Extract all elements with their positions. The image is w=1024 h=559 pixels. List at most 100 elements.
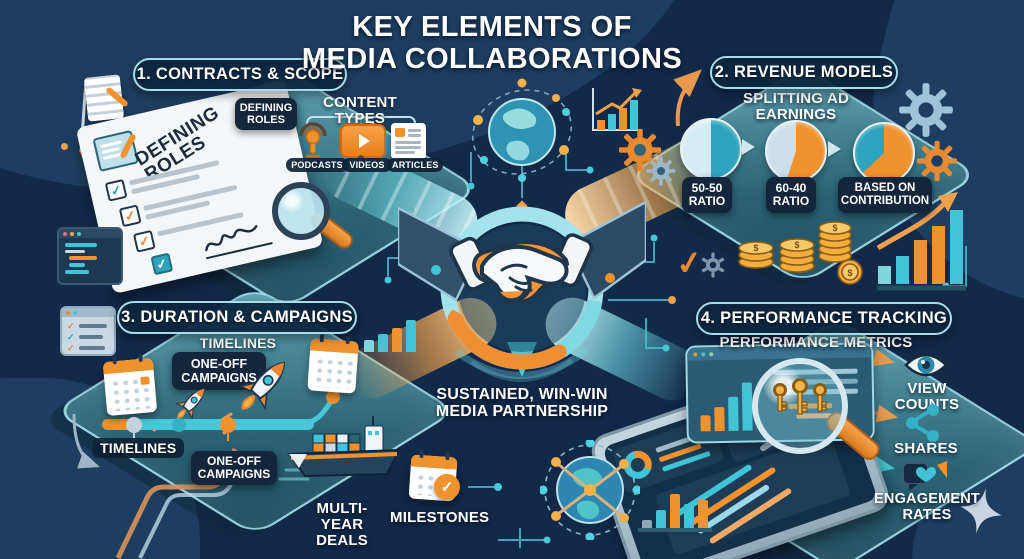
- contribution-line2: CONTRIBUTION: [840, 195, 930, 207]
- magnifier-icon: [272, 182, 330, 240]
- multi-year-deals-label: MULTI-YEAR DEALS: [298, 500, 386, 550]
- rocket-icon: [175, 388, 205, 420]
- timelines-top-text: TIMELINES: [199, 335, 277, 351]
- based-on-contribution-badge: BASED ON CONTRIBUTION: [838, 177, 932, 213]
- one-off-campaigns-badge-bottom: ONE-OFF CAMPAIGNS: [191, 451, 277, 485]
- signature: [205, 225, 273, 260]
- check-icon: ✓: [123, 206, 138, 224]
- gear-icon: [646, 156, 676, 186]
- rocket-icon: [238, 361, 286, 411]
- view-counts-label: VIEW COUNTS: [876, 380, 978, 414]
- checkbox-2: ✓: [118, 204, 142, 228]
- pie-60-40: [765, 120, 827, 182]
- sparkle-icon: [960, 488, 1002, 534]
- defining-roles-line1: DEFINING: [239, 101, 293, 114]
- view-counts-text: VIEW COUNTS: [894, 380, 960, 414]
- videos-tag-text: VIDEOS: [349, 160, 385, 170]
- content-types-bracket: [306, 116, 416, 127]
- timeline-dot: [126, 417, 142, 433]
- orange-node-dot: [61, 143, 68, 150]
- heading-performance-tracking: 4. PERFORMANCE TRACKING: [696, 302, 952, 335]
- cargo-ship-icon: [287, 416, 401, 478]
- check-doodle-icon: ✓: [673, 243, 706, 283]
- timeline-dot: [172, 418, 186, 432]
- calendar-icon: [307, 334, 359, 394]
- dollar-coin-text: $: [753, 243, 758, 253]
- growth-chart-icon: [876, 192, 963, 284]
- timelines-bottom-text: TIMELINES: [92, 438, 185, 458]
- ratio-50-50-line1: 50-50: [691, 180, 723, 195]
- content-types-text: CONTENT TYPES: [323, 94, 397, 128]
- share-icon: [906, 404, 939, 442]
- heading-revenue-models: 2. REVENUE MODELS: [710, 56, 898, 89]
- page-title-line2: MEDIA COLLABORATIONS: [301, 42, 683, 75]
- mini-bar-chart-icon: [364, 318, 416, 352]
- multi-year-line2: DEALS: [316, 532, 368, 550]
- podcasts-tag-text: PODCASTS: [291, 160, 343, 170]
- milestone-check-badge: ✓: [434, 474, 460, 500]
- multi-year-line1: MULTI-YEAR: [316, 500, 368, 534]
- check-icon: ✓: [137, 232, 152, 250]
- one-off-top-line1: ONE-OFF: [190, 357, 248, 371]
- article-icon: [391, 123, 426, 159]
- heading-duration-text: 3. DURATION & CAMPAIGNS: [121, 308, 353, 326]
- dollar-coin-text: $: [847, 268, 852, 278]
- check-icon: ✓: [109, 181, 124, 199]
- dollar-coin-text: $: [832, 223, 837, 233]
- coin-stacks-icon: $ $ $ $: [738, 221, 863, 285]
- contract-document: DEFINING ROLES ✓ ✓ ✓ ✓: [75, 79, 324, 295]
- shares-text: SHARES: [894, 440, 958, 457]
- checkbox-3: ✓: [132, 229, 156, 253]
- performance-metrics-text: PERFORMANCE METRICS: [719, 334, 913, 351]
- timeline-tick: [227, 433, 229, 441]
- pie-50-50: [680, 118, 742, 180]
- engagement-icon: [902, 461, 947, 491]
- checkbox-1: ✓: [104, 178, 128, 202]
- one-off-bottom-line1: ONE-OFF: [207, 453, 261, 468]
- gear-icon: [701, 252, 725, 278]
- ratio-60-40-line1: 60-40: [775, 180, 807, 195]
- performance-metrics-label: PERFORMANCE METRICS: [716, 334, 916, 351]
- splitting-ad-earnings-text: SPLITTING AD EARNINGS: [742, 90, 849, 124]
- splitting-ad-earnings-label: SPLITTING AD EARNINGS: [706, 90, 886, 124]
- check-icon: ✓: [67, 321, 75, 331]
- defining-roles-line2: ROLES: [247, 114, 285, 126]
- heading-contracts-scope: 1. CONTRACTS & SCOPE: [133, 58, 347, 91]
- page-title-line1: KEY ELEMENTS OF: [352, 11, 632, 43]
- heading-performance-text: 4. PERFORMANCE TRACKING: [700, 309, 948, 327]
- kpi-magnifier-icon: [752, 358, 848, 454]
- videos-tag: VIDEOS: [342, 158, 392, 172]
- arrow-right-icon: [828, 141, 841, 157]
- ratio-50-50-badge: 50-50 RATIO: [682, 177, 732, 213]
- check-icon: ✓: [154, 254, 169, 272]
- handshake-illustration: [398, 200, 646, 304]
- check-icon: ✓: [440, 479, 454, 496]
- gear-icon: [618, 128, 662, 172]
- milestones-text: MILESTONES: [390, 509, 490, 526]
- keys-icon: [773, 378, 827, 415]
- timelines-label-top: TIMELINES: [199, 335, 277, 351]
- contribution-line1: BASED ON: [854, 182, 916, 195]
- defining-roles-badge: DEFINING ROLES: [235, 98, 297, 130]
- content-types-label: CONTENT TYPES: [303, 94, 417, 128]
- timeline-track: [102, 419, 314, 430]
- center-caption-line2: MEDIA PARTNERSHIP: [435, 403, 609, 421]
- articles-tag-text: ARTICLES: [392, 160, 439, 170]
- podcasts-tag: PODCASTS: [286, 158, 348, 172]
- heading-duration-campaigns: 3. DURATION & CAMPAIGNS: [117, 301, 357, 334]
- milestones-label: MILESTONES: [390, 509, 489, 526]
- center-caption: SUSTAINED, WIN-WIN MEDIA PARTNERSHIP: [402, 386, 642, 421]
- heading-contracts-scope-text: 1. CONTRACTS & SCOPE: [136, 65, 344, 83]
- articles-tag: ARTICLES: [387, 158, 443, 172]
- timeline-dot: [220, 417, 236, 433]
- page-title: KEY ELEMENTS OF MEDIA COLLABORATIONS: [252, 11, 732, 76]
- network-globe-bottom: [540, 440, 640, 540]
- checkbox-4: ✓: [150, 252, 174, 276]
- dollar-coin-text: $: [794, 240, 799, 250]
- ratio-50-50-line2: RATIO: [688, 194, 726, 208]
- check-icon: ✓: [67, 332, 75, 342]
- one-off-bottom-line2: CAMPAIGNS: [197, 467, 271, 481]
- video-icon: [340, 124, 386, 158]
- engagement-rates-label: ENGAGEMENT RATES: [874, 491, 980, 523]
